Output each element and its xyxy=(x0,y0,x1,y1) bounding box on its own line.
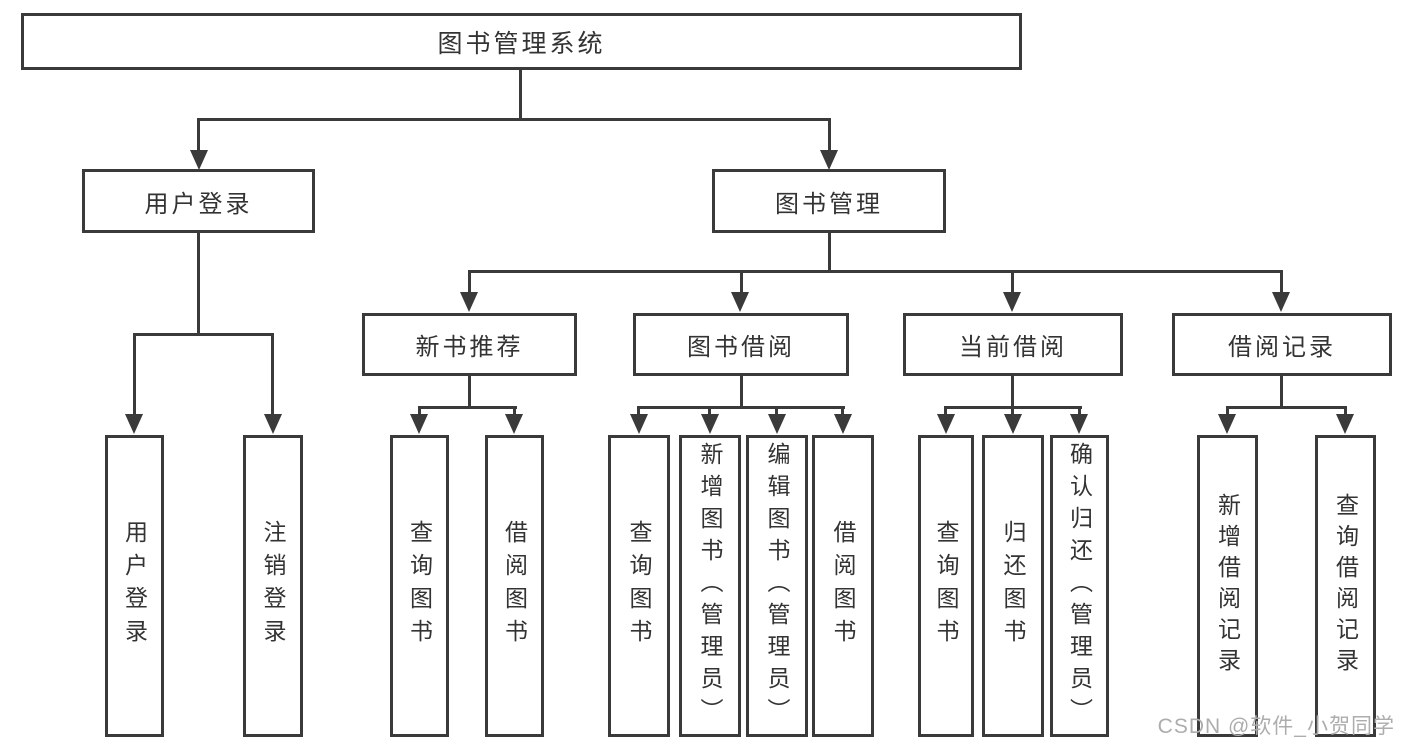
arrow-down-icon xyxy=(264,414,282,434)
arrow-down-icon xyxy=(820,150,838,170)
connector-line xyxy=(468,376,471,409)
node-label: 图书管理系统 xyxy=(437,29,606,58)
node-label: 当前借阅 xyxy=(959,334,1067,361)
node-label: 注销登录 xyxy=(260,520,286,652)
node-label: 新增图书（管理员） xyxy=(697,442,723,730)
arrow-down-icon xyxy=(1070,414,1088,434)
node-label: 借阅图书 xyxy=(830,520,856,652)
arrow-down-icon xyxy=(505,414,523,434)
arrow-down-icon xyxy=(937,414,955,434)
connector-line xyxy=(519,70,522,120)
connector-line xyxy=(1011,270,1014,293)
connector-line xyxy=(828,233,831,272)
node-label: 图书借阅 xyxy=(687,334,795,361)
leaf-edit-book-admin: 编辑图书（管理员） xyxy=(746,435,808,737)
arrow-down-icon xyxy=(190,150,208,170)
connector-line xyxy=(197,118,200,152)
node-label: 新书推荐 xyxy=(415,334,524,361)
connector-line xyxy=(271,333,274,415)
leaf-return-book: 归还图书 xyxy=(982,435,1044,737)
connector-line xyxy=(1226,406,1347,409)
connector-line xyxy=(1078,406,1081,416)
leaf-query-books-borrowing: 查询图书 xyxy=(608,435,670,737)
arrow-down-icon xyxy=(630,414,648,434)
node-label: 归还图书 xyxy=(1000,520,1026,652)
connector-line xyxy=(944,406,947,416)
connector-line xyxy=(197,118,831,121)
connector-line xyxy=(740,376,743,409)
node-book-management: 图书管理 xyxy=(712,169,946,233)
connector-line xyxy=(133,333,136,415)
leaf-query-borrow-record: 查询借阅记录 xyxy=(1315,435,1376,737)
connector-line xyxy=(637,406,845,409)
connector-line xyxy=(1011,406,1014,416)
connector-line xyxy=(468,270,1283,273)
connector-line xyxy=(1344,406,1347,416)
leaf-query-books-recommend: 查询图书 xyxy=(390,435,449,737)
node-borrowing-records: 借阅记录 xyxy=(1172,313,1392,376)
leaf-add-book-admin: 新增图书（管理员） xyxy=(679,435,741,737)
node-label: 图书管理 xyxy=(775,190,883,218)
connector-line xyxy=(1011,376,1014,409)
leaf-user-login: 用户登录 xyxy=(105,435,164,737)
node-current-borrowing: 当前借阅 xyxy=(903,313,1123,376)
node-book-borrowing: 图书借阅 xyxy=(633,313,849,376)
arrow-down-icon xyxy=(1218,414,1236,434)
connector-line xyxy=(1280,376,1283,409)
node-label: 用户登录 xyxy=(144,190,253,218)
leaf-confirm-return-admin: 确认归还（管理员） xyxy=(1050,435,1109,737)
node-user-login: 用户登录 xyxy=(82,169,315,233)
arrow-down-icon xyxy=(460,292,478,312)
leaf-add-borrow-record: 新增借阅记录 xyxy=(1197,435,1258,737)
node-label: 查询图书 xyxy=(406,520,433,652)
connector-line xyxy=(740,270,743,293)
arrow-down-icon xyxy=(1004,414,1022,434)
connector-line xyxy=(1226,406,1229,416)
connector-line xyxy=(828,118,831,152)
node-label: 查询图书 xyxy=(626,520,652,652)
arrow-down-icon xyxy=(1272,292,1290,312)
arrow-down-icon xyxy=(125,414,143,434)
watermark: CSDN @软件_小贺同学 xyxy=(1157,715,1395,738)
connector-line xyxy=(133,333,274,336)
node-label: 查询借阅记录 xyxy=(1332,493,1359,679)
arrow-down-icon xyxy=(1003,292,1021,312)
arrow-down-icon xyxy=(834,414,852,434)
arrow-down-icon xyxy=(731,292,749,312)
arrow-down-icon xyxy=(768,414,786,434)
node-library-management-system: 图书管理系统 xyxy=(21,13,1022,70)
node-label: 查询图书 xyxy=(933,520,959,652)
leaf-borrow-books: 借阅图书 xyxy=(812,435,874,737)
arrow-down-icon xyxy=(701,414,719,434)
leaf-borrow-books-recommend: 借阅图书 xyxy=(485,435,544,737)
arrow-down-icon xyxy=(410,414,428,434)
node-new-book-recommendation: 新书推荐 xyxy=(362,313,577,376)
connector-line xyxy=(775,406,778,416)
connector-line xyxy=(418,406,421,416)
connector-line xyxy=(708,406,711,416)
leaf-logout: 注销登录 xyxy=(243,435,303,737)
connector-line xyxy=(468,270,471,293)
node-label: 编辑图书（管理员） xyxy=(764,442,790,730)
arrow-down-icon xyxy=(1336,414,1354,434)
node-label: 借阅图书 xyxy=(501,520,528,652)
node-label: 借阅记录 xyxy=(1228,334,1336,361)
connector-line xyxy=(513,406,516,416)
node-label: 确认归还（管理员） xyxy=(1066,442,1093,730)
connector-line xyxy=(418,406,517,409)
connector-line xyxy=(197,233,200,335)
connector-line xyxy=(1280,270,1283,293)
connector-line xyxy=(637,406,640,416)
node-label: 用户登录 xyxy=(121,520,148,652)
connector-line xyxy=(841,406,844,416)
leaf-query-books-current: 查询图书 xyxy=(918,435,974,737)
node-label: 新增借阅记录 xyxy=(1214,493,1241,679)
